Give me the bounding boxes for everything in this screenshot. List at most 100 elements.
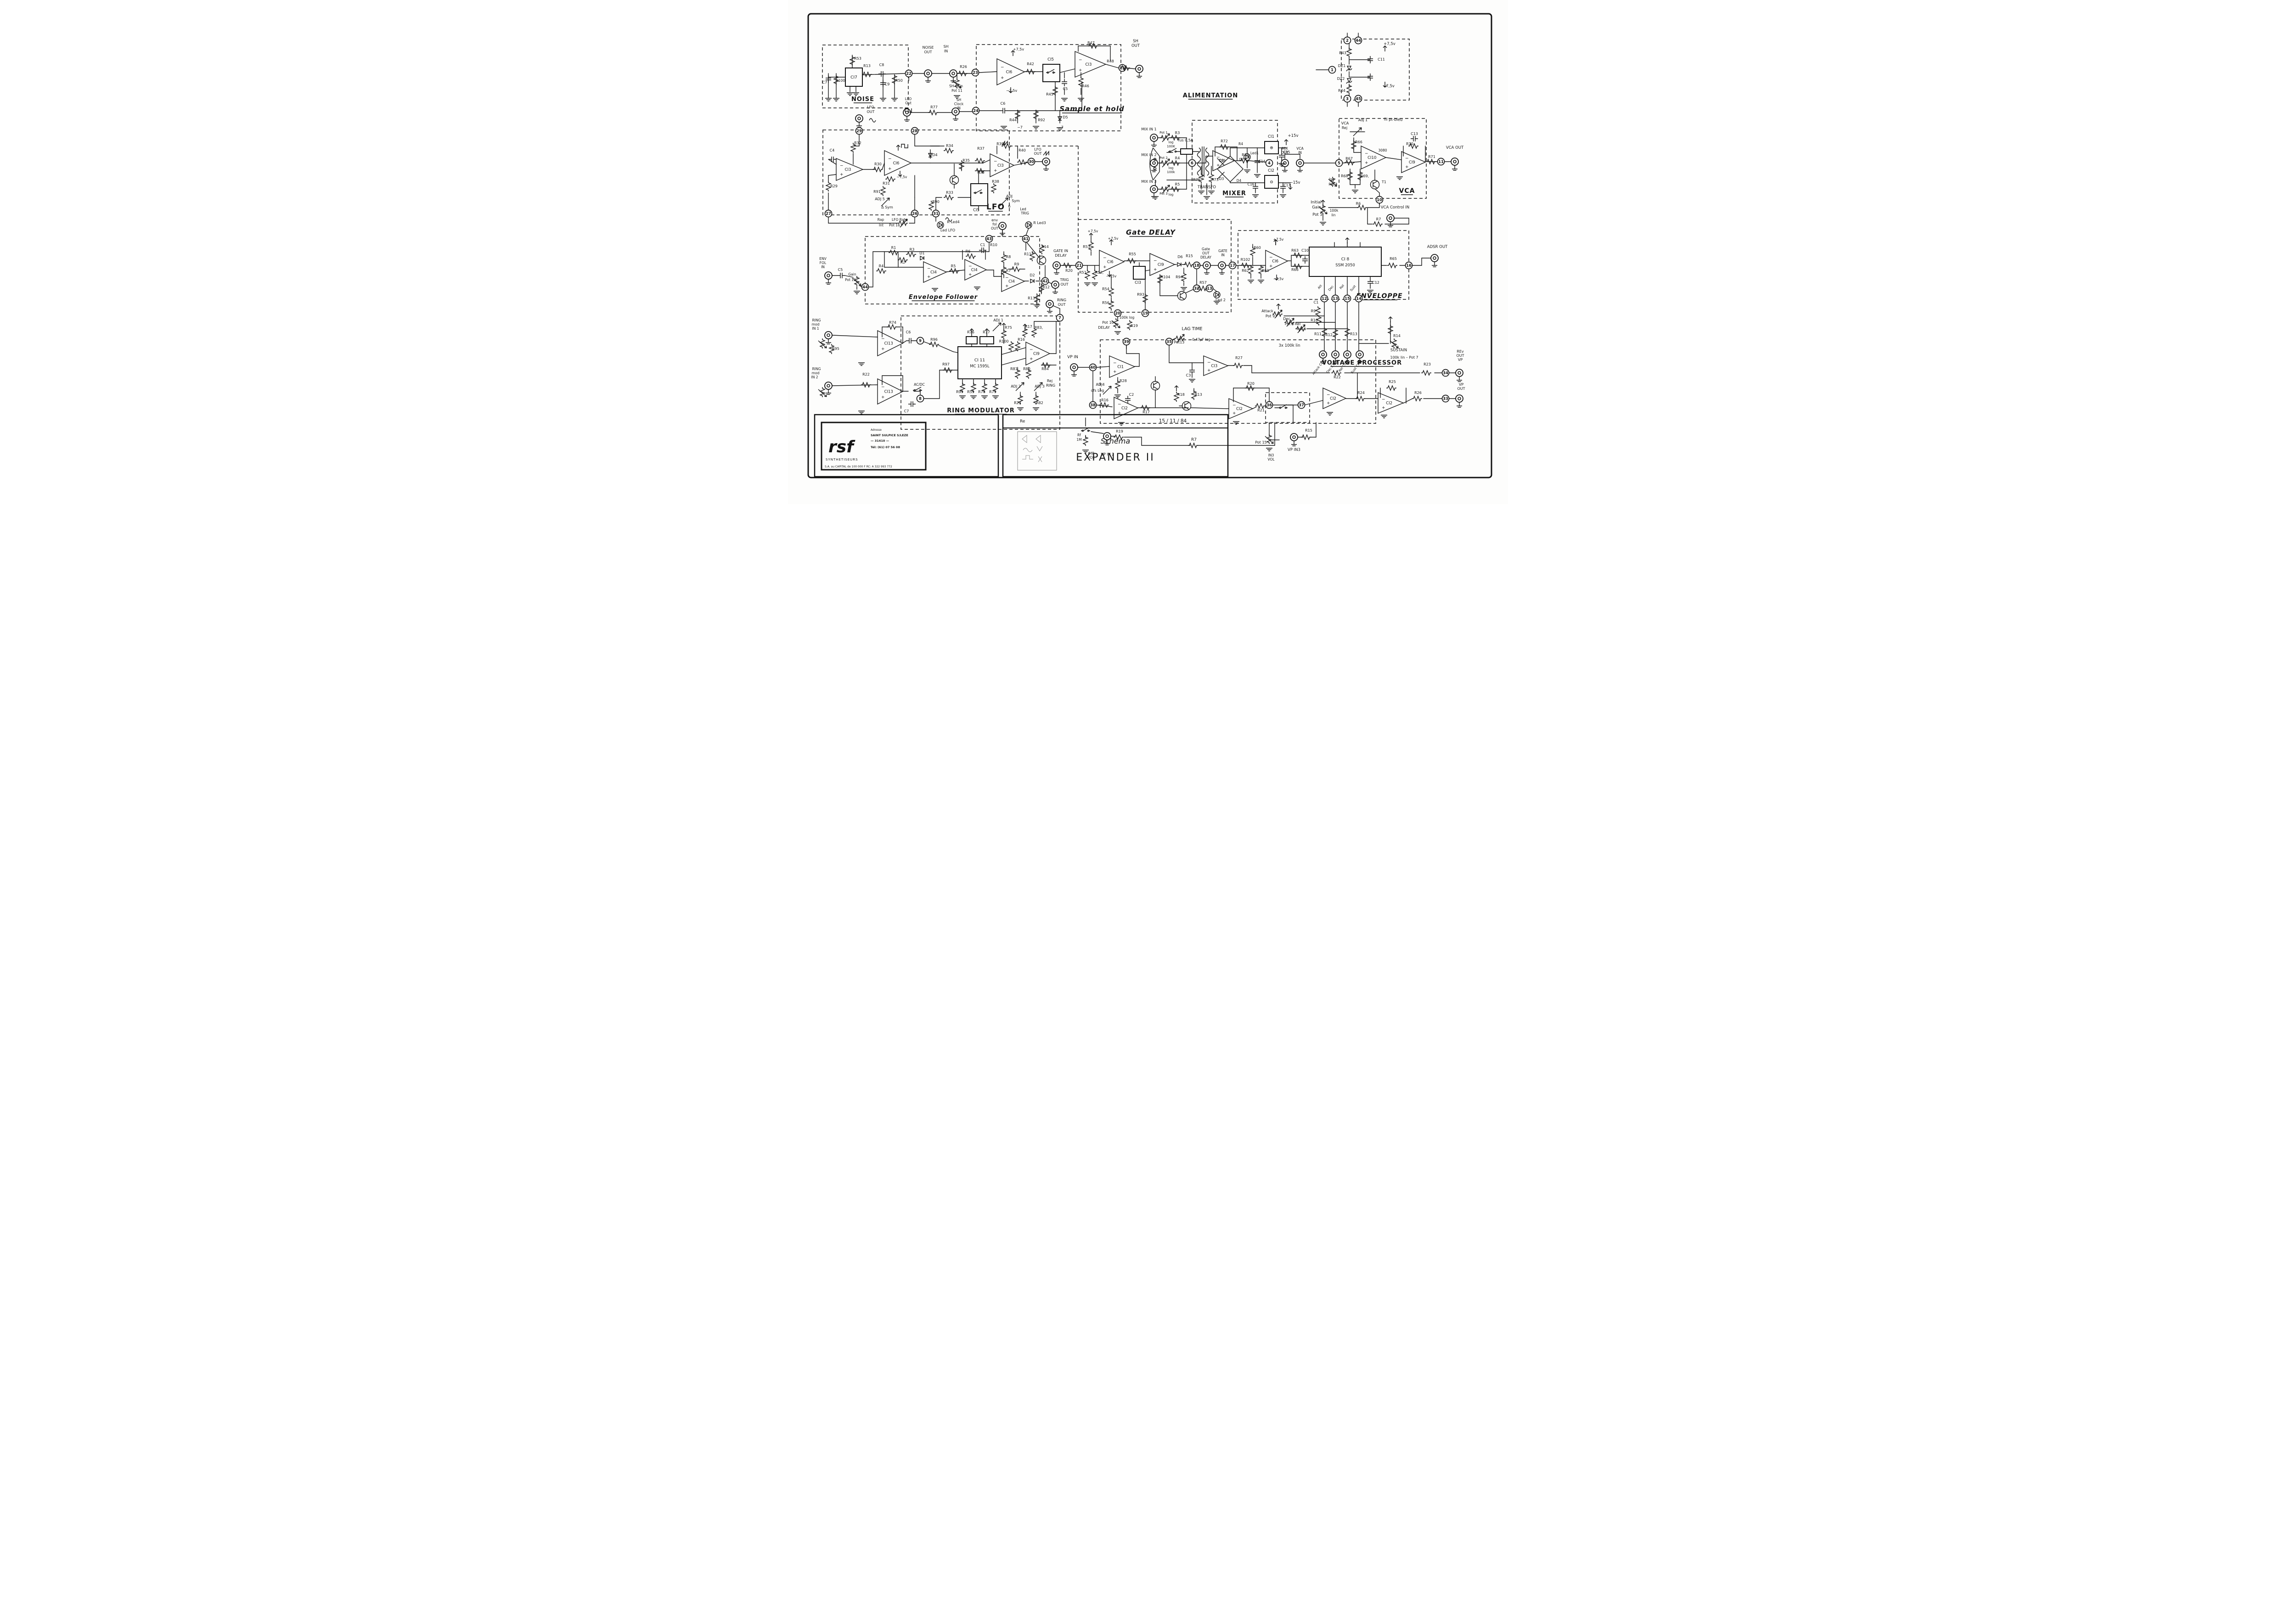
net-node	[1041, 277, 1049, 285]
net-node-number: 37	[1299, 403, 1304, 408]
transistor-legs	[952, 176, 957, 184]
component-label: R1	[891, 246, 896, 250]
component-label: C7	[822, 80, 827, 84]
jack-socket	[1046, 300, 1054, 308]
component-label: T1	[1381, 180, 1386, 184]
jack-socket	[1150, 185, 1158, 193]
component-label: ENV	[819, 257, 827, 261]
resistor	[1082, 436, 1089, 446]
component-label: R13	[863, 64, 871, 68]
potentiometer	[1328, 177, 1337, 187]
component-label: R18	[1177, 393, 1185, 397]
capacitor	[1411, 136, 1418, 141]
jack-ground	[1297, 167, 1303, 172]
jack-tip	[1345, 353, 1349, 356]
resistor	[1170, 160, 1180, 166]
switch-contact	[979, 191, 982, 194]
opamp-triangle	[1228, 398, 1254, 420]
net-node-number: 45	[1356, 97, 1361, 101]
ic-sublabel: MC 1595L	[970, 364, 990, 369]
wire	[1025, 228, 1029, 236]
jack-socket	[924, 69, 932, 78]
opamp-plus: +	[1079, 68, 1082, 73]
wire	[828, 174, 837, 176]
component-label: MIX IN 3	[1141, 180, 1156, 184]
component-label: VCA	[1341, 121, 1349, 125]
ground	[1258, 280, 1264, 283]
trimmer-adj	[999, 197, 1008, 207]
opamp-minus: −	[1327, 393, 1330, 397]
opamp-plus: +	[1327, 401, 1330, 405]
transistor	[1036, 255, 1047, 265]
component-label: R56	[1102, 301, 1109, 305]
net-node	[861, 283, 869, 291]
capital-line: S.A. au CAPITAL de 100 000 F RC: A 322 9…	[825, 465, 892, 468]
resistor	[1293, 252, 1303, 259]
jack-ground	[1457, 402, 1462, 408]
potentiometer	[898, 219, 908, 228]
resistor	[1332, 328, 1339, 338]
component-label: R78	[978, 390, 985, 394]
opamp-minus: −	[1079, 58, 1082, 62]
component-label: R72	[1221, 139, 1228, 143]
component-label: GATE IN	[1053, 249, 1068, 253]
ground	[891, 98, 898, 101]
ground	[1352, 190, 1358, 193]
ground	[880, 98, 886, 101]
component-label: VCA OUT	[1446, 146, 1464, 150]
potentiometer	[1160, 133, 1170, 142]
saw-wave-icon	[1043, 150, 1049, 157]
resistor	[1183, 261, 1193, 268]
ground	[1061, 98, 1068, 101]
saw-wave-icon	[1002, 140, 1008, 146]
component-label: Clock	[954, 102, 964, 106]
component-label: log	[1169, 141, 1174, 144]
net-node-number: 39	[1124, 340, 1129, 344]
component-label: TRANSFO	[1197, 185, 1216, 190]
jack-tip	[1453, 160, 1457, 163]
component-label: log	[1169, 166, 1174, 170]
capacitor	[1125, 396, 1131, 403]
component-label: Pot 4	[1329, 182, 1338, 186]
stamp-sketch-box	[1017, 431, 1057, 471]
jack-tip	[1298, 161, 1302, 165]
wire	[953, 351, 958, 353]
resistor	[898, 257, 908, 263]
component-label: TRIG	[1059, 278, 1069, 282]
opamp-minus: −	[994, 159, 997, 164]
net-node	[1193, 261, 1201, 270]
component-label: FOL	[820, 261, 827, 265]
component-label: R44	[1009, 118, 1017, 122]
component-label: DELAY	[1055, 253, 1067, 258]
jack-tip	[857, 117, 861, 120]
capacitor	[1189, 367, 1195, 375]
opamp-label: CI13	[884, 342, 893, 346]
component-label: Gain	[1312, 205, 1321, 210]
net-node-number: 12	[1322, 297, 1327, 301]
opamp-triangle	[1265, 249, 1289, 273]
component-label: C16	[1248, 182, 1255, 186]
component-label: R22	[862, 372, 870, 377]
component-label: 0,47µF log	[1192, 338, 1210, 342]
resistor	[880, 186, 886, 196]
wire	[983, 159, 990, 163]
jack-socket	[1296, 159, 1304, 167]
diode	[928, 153, 933, 158]
wire	[1026, 242, 1039, 258]
switch-contact	[1279, 406, 1282, 409]
resistor	[1233, 362, 1243, 369]
component-label: MIX	[1282, 146, 1288, 151]
capacitor	[1367, 279, 1373, 286]
opamp-minus: −	[968, 264, 972, 269]
opamp-label: CI3	[845, 168, 851, 172]
net-node	[911, 209, 919, 218]
sq-wave-icon	[905, 108, 912, 113]
resistor	[1331, 370, 1341, 376]
resistor	[1084, 270, 1091, 280]
ic-box	[1264, 141, 1279, 154]
component-label: R23	[1424, 362, 1431, 366]
ground	[854, 291, 860, 294]
opamp-plus: +	[1232, 411, 1236, 416]
component-label: Pot 15	[1255, 440, 1266, 444]
component-label: OUT	[1281, 151, 1289, 155]
